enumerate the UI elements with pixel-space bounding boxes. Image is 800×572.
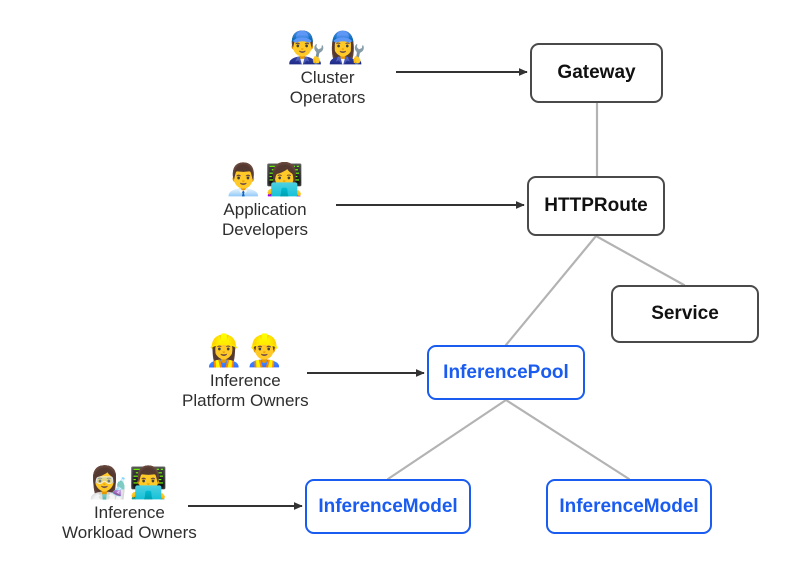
node-label: InferenceModel	[559, 495, 699, 517]
edge-httproute-service	[594, 234, 686, 287]
persona-label-line: Inference	[209, 370, 281, 390]
persona-arrows	[188, 68, 528, 510]
relationship-lines	[386, 101, 686, 481]
persona-label-line: Inference	[93, 502, 165, 522]
node-httproute[interactable]: HTTPRoute	[527, 176, 665, 236]
persona-label-line: Developers	[222, 220, 308, 240]
persona-label-line: Operators	[289, 88, 366, 108]
man-office-worker-icon woman-technologist-icon: 👨‍💼👩‍💻	[224, 162, 306, 198]
persona-label-line: Application	[223, 199, 307, 219]
edge-inferencepool-inferencemodel-left	[386, 398, 508, 481]
node-service[interactable]: Service	[611, 285, 759, 343]
woman-construction-worker-icon man-construction-worker-icon: 👷‍♀️👷‍♂️	[204, 333, 286, 369]
node-label: HTTPRoute	[544, 195, 648, 216]
node-inferencemodel-right[interactable]: InferenceModel	[546, 479, 712, 534]
node-inferencepool[interactable]: InferencePool	[427, 345, 585, 400]
node-gateway[interactable]: Gateway	[530, 43, 663, 103]
edge-inferencepool-inferencemodel-right	[504, 398, 631, 481]
node-label: Gateway	[557, 62, 636, 83]
node-inferencemodel-left[interactable]: InferenceModel	[305, 479, 471, 534]
node-label: Service	[651, 303, 719, 324]
man-mechanic-icon woman-mechanic-icon: 👨‍🔧👩‍🔧	[287, 30, 369, 66]
woman-scientist-icon man-technologist-icon: 👩‍🔬👨‍💻	[88, 465, 170, 501]
edge-httproute-inferencepool	[504, 234, 598, 347]
persona-label-line: Cluster	[300, 67, 355, 87]
node-label: InferencePool	[443, 361, 569, 383]
node-label: InferenceModel	[318, 495, 458, 517]
persona-label-line: Platform Owners	[182, 391, 309, 411]
persona-label-line: Workload Owners	[62, 523, 197, 543]
